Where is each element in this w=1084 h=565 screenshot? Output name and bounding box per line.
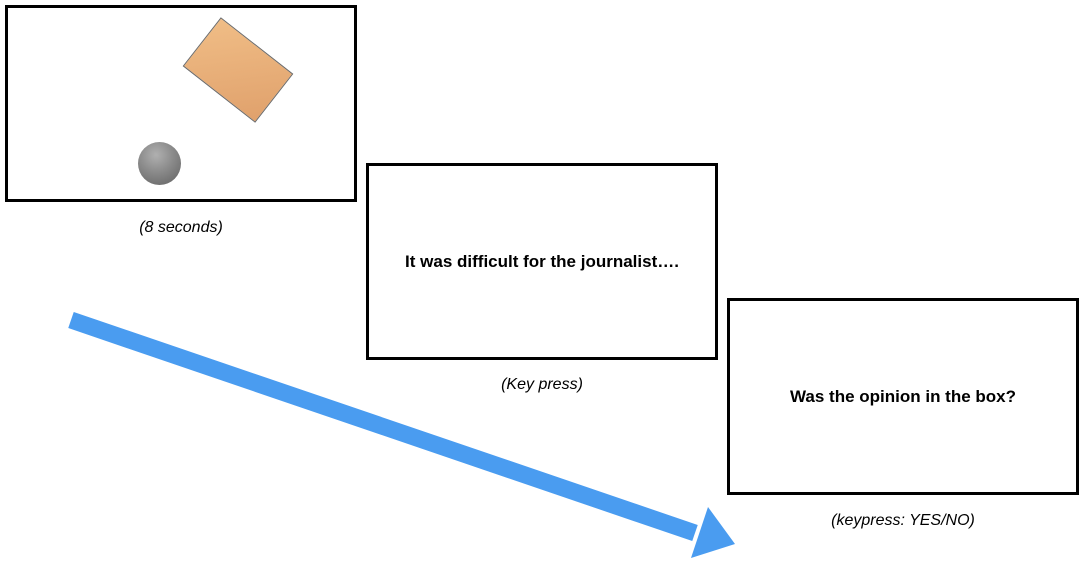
sentence-response-caption: (Key press)	[501, 376, 583, 393]
question-text: Was the opinion in the box?	[789, 386, 1017, 406]
animation-duration-caption: (8 seconds)	[139, 219, 223, 236]
question-screen: Was the opinion in the box?	[727, 298, 1079, 495]
sentence-text: It was difficult for the journalist….	[405, 251, 679, 271]
box-shape	[182, 17, 294, 123]
sentence-screen: It was difficult for the journalist….	[366, 163, 718, 360]
animation-screen	[5, 5, 357, 202]
ball-shape	[138, 142, 181, 185]
question-response-caption: (keypress: YES/NO)	[831, 512, 975, 529]
